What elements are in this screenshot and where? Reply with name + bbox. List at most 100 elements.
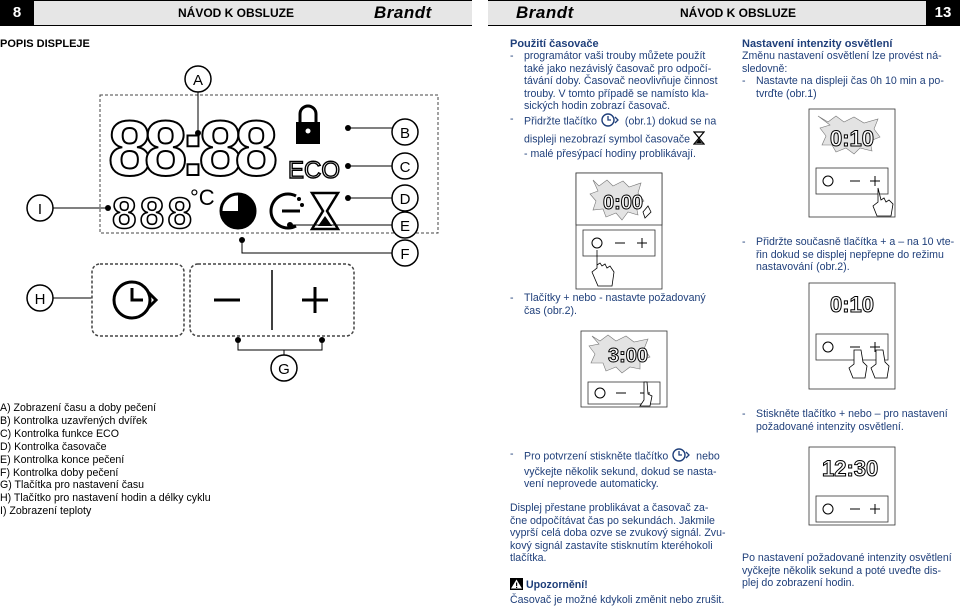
temperature-digits: 888 (112, 189, 192, 238)
callout-i: I (38, 201, 42, 218)
figure-lighting-2: 0:10 (808, 282, 896, 390)
text-line: Pro potvrzení stiskněte tlačítko (524, 450, 669, 463)
figure-display: 0:10 (830, 126, 874, 151)
header-left: 8 NÁVOD K OBSLUZE Brandt (0, 0, 472, 26)
callout-g: G (278, 361, 290, 378)
text-line: Přidržte tlačítko (524, 115, 598, 128)
text-line: trouby. V tomto případě se namísto kla- (524, 87, 709, 100)
text-line: programátor vaši trouby můžete použít (524, 50, 706, 62)
figure-timer-2: 3:00 (580, 330, 668, 408)
legend-item: B) Kontrolka uzavřených dvířek (0, 414, 148, 427)
text-line: vyčkejte několik sekund a poté uveďte di… (742, 564, 942, 577)
text-line: řin dokud se displej nepřepne do režimu (756, 248, 944, 261)
text-line: - malé přesýpací hodiny problikávají. (524, 148, 696, 161)
callout-d: D (400, 191, 411, 208)
legend-item: G) Tlačítka pro nastavení času (0, 479, 145, 492)
warning-icon (510, 578, 523, 594)
legend-item: C) Kontrolka funkce ECO (0, 427, 119, 440)
figure-display: 0:00 (603, 192, 643, 214)
timer-paragraph-1: - programátor vaši trouby můžete použít … (510, 50, 718, 113)
figure-lighting-3: 12:30 (808, 446, 896, 526)
timer-section: Použití časovače - programátor vaši trou… (510, 38, 732, 161)
lighting-paragraph-2: - Nastavte na displeji čas 0h 10 min a p… (742, 75, 944, 100)
text-line: vyčkejte několik sekund, dokud se nasta- (524, 465, 717, 478)
lighting-title: Nastavení intenzity osvětlení (742, 38, 893, 50)
text-line: Displej přestane problikávat a časovač z… (510, 502, 709, 514)
lighting-paragraph-3: - Přidržte současně tlačítka + a – na 10… (742, 236, 955, 274)
timer-paragraph-4: - Pro potvrzení stiskněte tlačítko nebo … (510, 448, 720, 491)
text-line: távání doby. Časovač neovlivňuje činnost (524, 75, 718, 88)
display-diagram: 88:88 ECO 888 °C A B C D E F I (26, 65, 439, 382)
lock-icon (296, 104, 320, 144)
callout-e: E (400, 218, 410, 235)
main-display-digits: 88:88 (108, 104, 278, 192)
legend-item: H) Tlačítko pro nastavení hodin a délky … (0, 492, 211, 505)
clock-button-icon (112, 280, 159, 320)
legend-item: E) Kontrolka konce pečení (0, 453, 125, 466)
legend-item: D) Kontrolka časovače (0, 440, 107, 453)
text-line: tlačítka. (510, 552, 547, 565)
hourglass-icon (309, 191, 341, 231)
temperature-unit: °C (190, 185, 215, 210)
cooking-time-icon (219, 192, 257, 230)
header-title-left: NÁVOD K OBSLUZE (178, 6, 295, 20)
text-line: Nastavte na displeji čas 0h 10 min a po- (756, 75, 944, 88)
page-number-right: 13 (926, 1, 960, 25)
figure-lighting-1: 0:10 (808, 108, 896, 218)
figure-timer-1: 0:00 (575, 172, 663, 290)
callout-h: H (35, 291, 46, 308)
lighting-paragraph-4: - Stiskněte tlačítko + nebo – pro nastav… (742, 408, 948, 433)
text-line: kový signál zastavíte stisknutím kterého… (510, 539, 713, 552)
header-right: Brandt NÁVOD K OBSLUZE 13 (488, 0, 960, 26)
text-line: sledovně: (742, 62, 788, 75)
text-line: nastavování (obr.2). (756, 261, 850, 274)
text-line: vyprší celá doba ozve se zvukový signál.… (510, 527, 726, 540)
end-of-cooking-icon (269, 192, 304, 230)
timer-paragraph-2: - Přidržte tlačítko (obr.1) dokud se na … (510, 112, 717, 161)
eco-indicator: ECO (288, 157, 340, 184)
text-line: Stiskněte tlačítko + nebo – pro nastaven… (756, 408, 948, 420)
text-line: tvrďte (obr.1) (756, 87, 817, 100)
lighting-paragraph-5: Po nastavení požadované intenzity osvětl… (742, 552, 960, 590)
text-line: také jako nezávislý časovač pro odpočí- (524, 62, 712, 75)
callout-a: A (193, 72, 203, 89)
text-line: Tlačítky + nebo - nastavte požadovaný (524, 292, 706, 304)
hourglass-icon-small (692, 130, 706, 149)
text-line: displeji nezobrazí symbol časovače (524, 133, 691, 146)
legend-item: A) Zobrazení času a doby pečení (0, 402, 157, 414)
text-line: čne odpočítávat čas po sekundách. Jakmil… (510, 514, 715, 527)
text-line: (obr.1) dokud se na (624, 115, 717, 128)
header-title-right: NÁVOD K OBSLUZE (680, 6, 797, 20)
legend-item: F) Kontrolka doby pečení (0, 466, 119, 479)
text-line: čas (obr.2). (524, 304, 577, 317)
legend-list: A) Zobrazení času a doby pečení B) Kontr… (0, 402, 211, 518)
text-line: Přidržte současně tlačítka + a – na 10 v… (756, 236, 955, 248)
figure-display: 3:00 (608, 345, 648, 367)
figure-display: 0:10 (830, 292, 874, 317)
page-number-left: 8 (0, 1, 34, 25)
figure-display: 12:30 (822, 456, 878, 481)
callout-b: B (400, 125, 410, 142)
timer-paragraph-3: - Tlačítky + nebo - nastavte požadovaný … (510, 292, 706, 317)
warning-title: Upozornění! (525, 579, 588, 591)
timer-title: Použití časovače (510, 38, 599, 50)
section-title: POPIS DISPLEJE (0, 38, 90, 50)
plus-button[interactable] (302, 287, 328, 313)
text-line: požadované intenzity osvětlení. (756, 420, 904, 433)
callout-f: F (400, 246, 409, 263)
text-line: Po nastavení požadované intenzity osvětl… (742, 552, 952, 564)
clock-icon (600, 113, 622, 131)
text-line: plej do zobrazení hodin. (742, 577, 855, 590)
warning-text: Časovač je možné kdykoli změnit nebo zru… (510, 593, 725, 606)
lighting-section: Nastavení intenzity osvětlení Změnu nast… (742, 38, 960, 100)
clock-icon (671, 448, 693, 466)
legend-item: I) Zobrazení teploty (0, 505, 92, 518)
brand-logo-right: Brandt (516, 3, 574, 22)
text-line: Změnu nastavení osvětlení lze provést ná… (742, 50, 942, 62)
timer-paragraph-5: Displej přestane problikávat a časovač z… (510, 502, 732, 565)
text-line: vení neprovede automaticky. (524, 478, 659, 491)
text-line: nebo (696, 450, 720, 463)
brand-logo-left: Brandt (374, 3, 432, 22)
warning-box: Upozornění! Časovač je možné kdykoli změ… (510, 578, 732, 606)
callout-c: C (400, 159, 411, 176)
